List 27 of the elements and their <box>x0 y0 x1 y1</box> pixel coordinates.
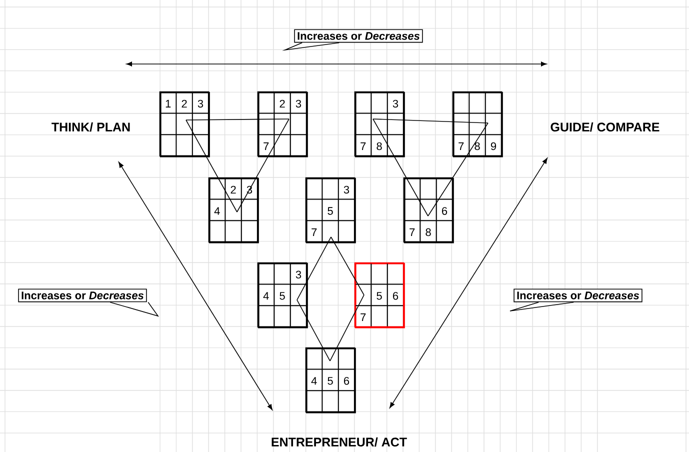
connector-line <box>372 118 428 216</box>
connector-line <box>330 236 364 296</box>
grid-box: 3 7 8 <box>354 91 405 158</box>
connector-line <box>296 300 330 362</box>
grid-box: 3 5 7 <box>305 177 356 244</box>
callout-box: Increases or Decreases <box>282 29 423 51</box>
connector-line <box>296 236 332 300</box>
callout-box: Increases or Decreases <box>18 288 159 317</box>
connector-line <box>372 118 488 124</box>
connector-line <box>236 118 290 212</box>
grid-box: 7 8 9 <box>452 91 503 158</box>
connector-line <box>186 120 238 212</box>
connector-line <box>428 122 488 216</box>
grid-box: 5 6 7 <box>354 262 405 328</box>
stage-label: ENTREPRENEUR/ ACT <box>272 437 407 447</box>
connector-line <box>330 294 364 362</box>
grid-box: 2 3 7 <box>257 91 308 158</box>
grid-box: 1 2 3 <box>159 91 210 158</box>
double-arrow <box>118 162 272 410</box>
double-arrow <box>390 158 548 408</box>
callout-box: Increases or Decreases <box>510 288 642 312</box>
grid-box: 6 7 8 <box>403 177 454 244</box>
grid-box: 4 5 6 <box>305 347 356 414</box>
stage-label: GUIDE/ COMPARE <box>550 122 660 132</box>
grid-box: 3 4 5 <box>257 262 308 328</box>
stage-label: THINK/ PLAN <box>52 122 130 132</box>
connector-line <box>186 118 290 120</box>
